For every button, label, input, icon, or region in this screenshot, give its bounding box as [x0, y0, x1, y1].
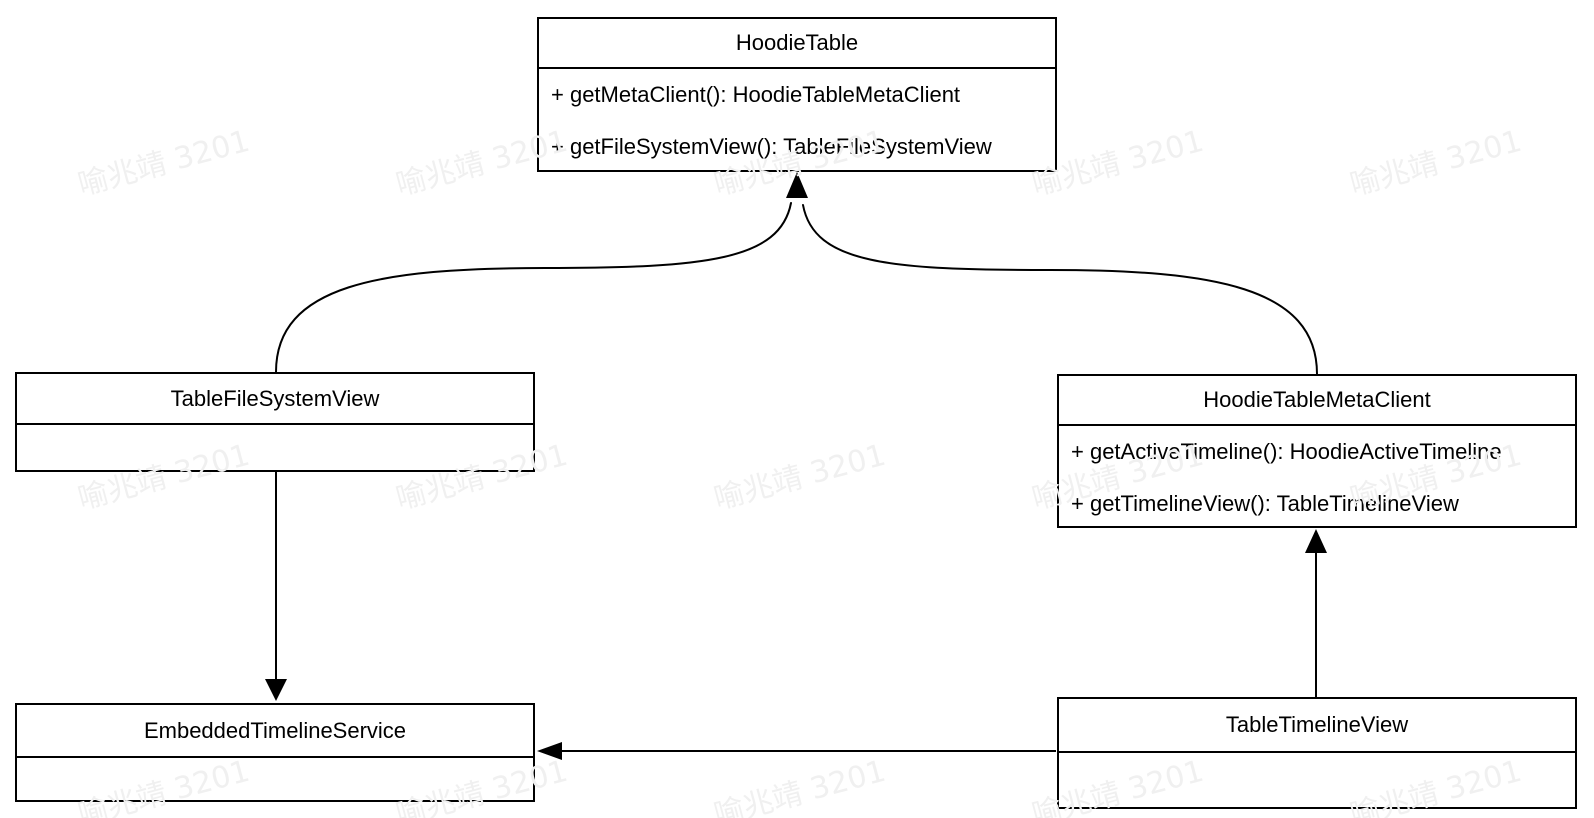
method-row: + getTimelineView(): TableTimelineView — [1071, 491, 1459, 516]
arrowhead-hoodietable-icon — [786, 172, 808, 198]
class-title: HoodieTableMetaClient — [1059, 376, 1575, 426]
class-title: EmbeddedTimelineService — [17, 705, 533, 758]
class-box-tablefilesystemview: TableFileSystemView — [15, 372, 535, 472]
class-title: HoodieTable — [539, 19, 1055, 69]
arrow-tablefilesystemview-to-hoodietable — [275, 202, 792, 373]
arrowhead-embeddedtimelineservice-right-icon — [537, 742, 562, 760]
class-title: TableTimelineView — [1059, 699, 1575, 753]
method-row: + getFileSystemView(): TableFileSystemVi… — [551, 134, 992, 159]
arrow-hoodietablemetaclient-to-hoodietable — [802, 204, 1318, 375]
class-box-embeddedtimelineservice: EmbeddedTimelineService — [15, 703, 535, 802]
arrowhead-embeddedtimelineservice-top-icon — [265, 679, 287, 701]
class-box-hoodietable: HoodieTable + getMetaClient(): HoodieTab… — [537, 17, 1057, 172]
class-title: TableFileSystemView — [17, 374, 533, 425]
method-row: + getActiveTimeline(): HoodieActiveTimel… — [1071, 439, 1502, 464]
class-box-hoodietablemetaclient: HoodieTableMetaClient + getActiveTimelin… — [1057, 374, 1577, 528]
class-box-tabletimelineview: TableTimelineView — [1057, 697, 1577, 809]
arrowhead-hoodietablemetaclient-icon — [1305, 529, 1327, 553]
class-body: + getMetaClient(): HoodieTableMetaClient… — [539, 69, 1055, 173]
method-row: + getMetaClient(): HoodieTableMetaClient — [551, 82, 961, 107]
class-body: + getActiveTimeline(): HoodieActiveTimel… — [1059, 426, 1575, 530]
